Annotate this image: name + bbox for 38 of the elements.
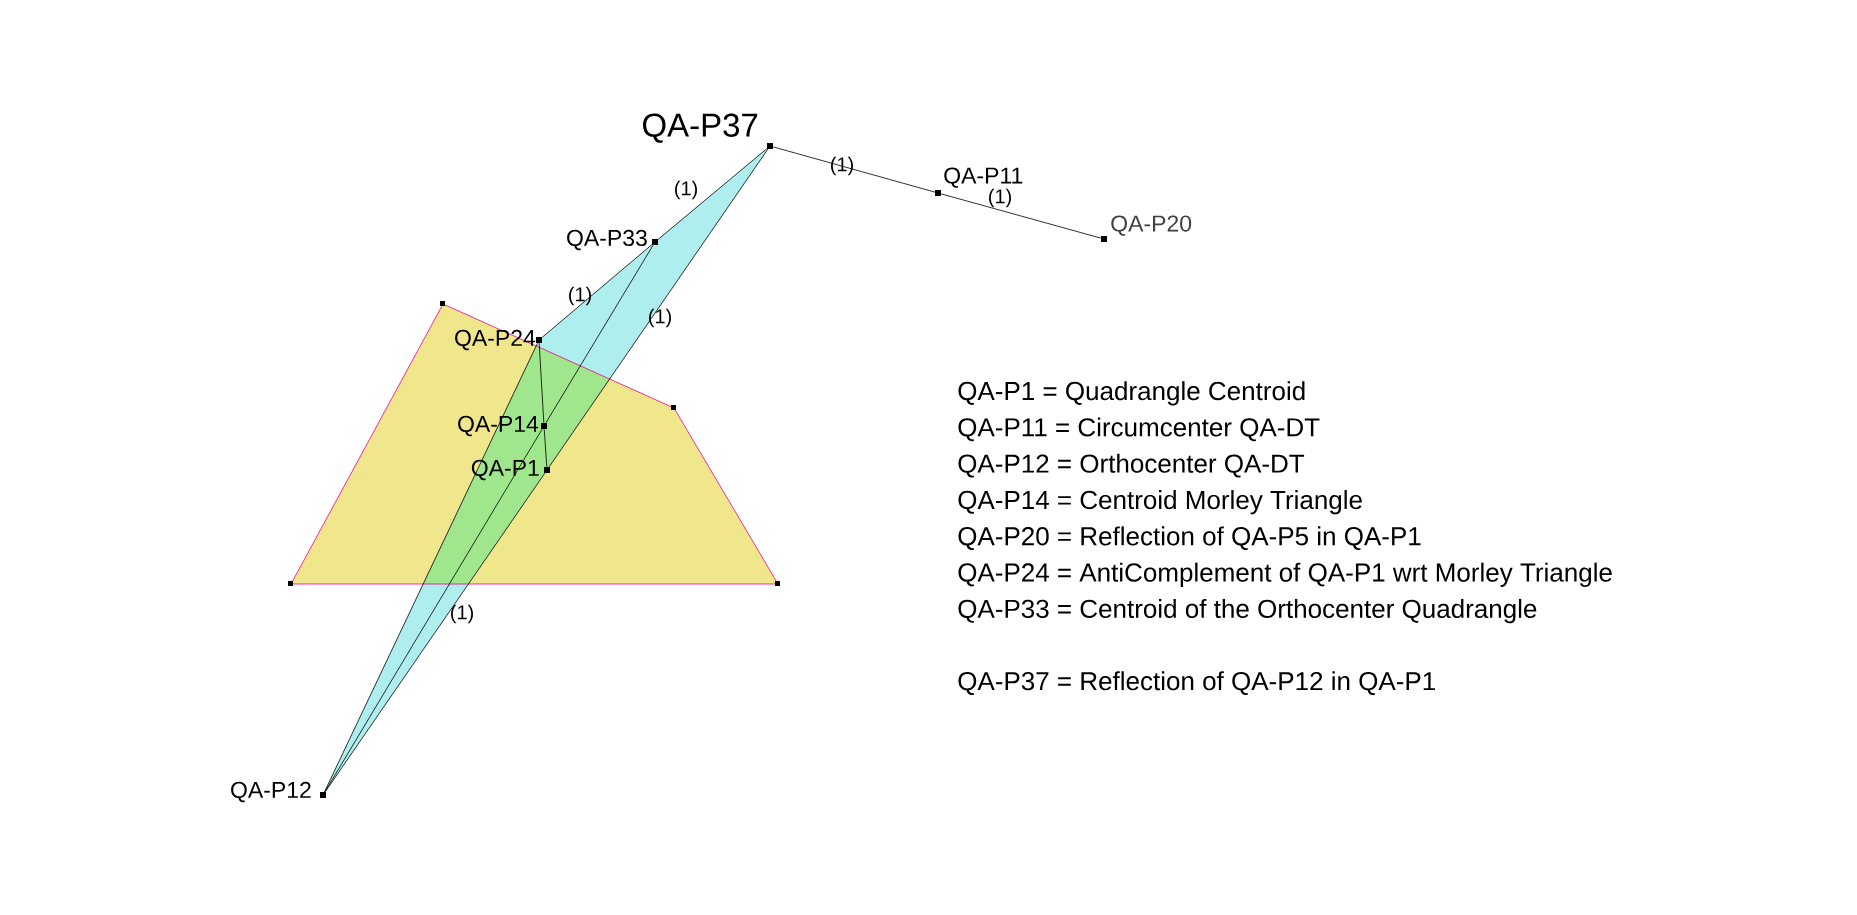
point-label: QA-P14	[458, 415, 539, 437]
point-marker	[544, 467, 550, 473]
edge-label: (1)	[675, 180, 697, 200]
point-marker	[1101, 236, 1107, 242]
line-segment	[657, 148, 768, 240]
definition-text: QA-P1 = Quadrangle Centroid	[958, 381, 1305, 406]
definition-text: QA-P37 = Reflection of QA-P12 in QA-P1	[958, 671, 1435, 695]
point-marker	[652, 239, 658, 245]
edge-label: (1)	[831, 156, 853, 176]
point-label: QA-P20	[1111, 215, 1192, 236]
line-segment	[538, 342, 545, 424]
point-marker	[536, 337, 542, 343]
line-segment	[324, 342, 538, 793]
edge-label: (1)	[569, 286, 591, 306]
definition-text: QA-P24 = AntiComplement of QA-P1 wrt Morley Triangle	[958, 562, 1612, 587]
point-label: QA-P12	[231, 781, 311, 803]
definition-text: QA-P20 = Reflection of QA-P5 in QA-P1	[958, 526, 1421, 551]
definition-text: QA-P33 = Centroid of the Orthocenter Quadrangle	[958, 598, 1537, 624]
point-label: QA-P37	[643, 113, 758, 143]
line-segment	[545, 244, 654, 424]
point-marker	[935, 190, 941, 196]
definition-text: QA-P11 = Circumcenter QA-DT	[958, 417, 1320, 442]
point-marker	[320, 792, 326, 798]
point-label: QA-P11	[944, 167, 1023, 188]
line-segment	[548, 148, 769, 468]
point-marker	[541, 423, 547, 429]
definition-text: QA-P14 = Centroid Morley Triangle	[958, 490, 1362, 515]
edge-label: (1)	[989, 188, 1011, 208]
edge-label: (1)	[451, 604, 473, 624]
line-segment	[543, 428, 548, 468]
definition-text: QA-P12 = Orthocenter QA-DT	[958, 453, 1305, 478]
edge-label: (1)	[649, 308, 671, 328]
point-label: QA-P33	[567, 229, 647, 251]
point-label: QA-P1	[471, 459, 539, 481]
point-marker	[767, 143, 773, 149]
line-segment	[772, 146, 936, 193]
line-segment	[541, 244, 653, 338]
line-segment	[940, 193, 1102, 239]
